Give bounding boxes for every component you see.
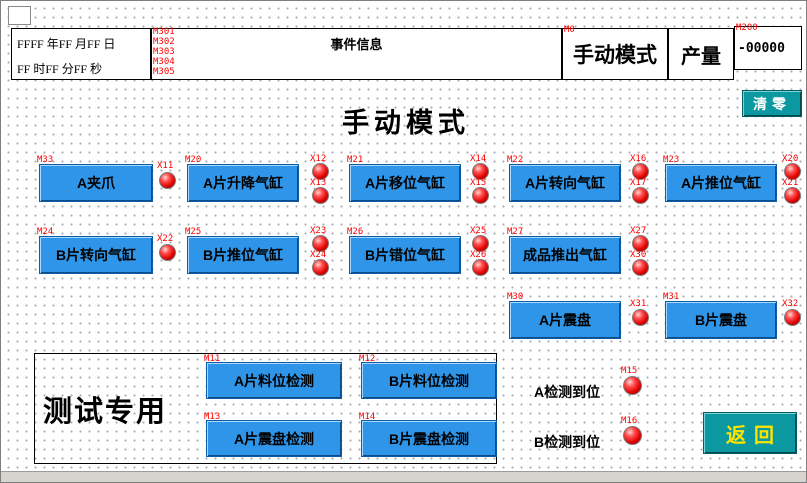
test-area-frame: [34, 353, 497, 464]
address-tag: M24: [37, 227, 54, 237]
status-led: [632, 163, 649, 180]
test-button-b-vibration-detect[interactable]: B片震盘检测: [361, 420, 497, 457]
address-tag: X11: [157, 161, 174, 171]
address-tag: X17: [630, 178, 647, 188]
address-tag: X25: [470, 226, 487, 236]
manual-button-a-vibration-plate[interactable]: A片震盘: [509, 301, 621, 339]
window-bottom-bar: [1, 471, 806, 482]
back-button[interactable]: 返回: [703, 412, 797, 454]
address-tag: M27: [507, 227, 524, 237]
address-tag: M15: [621, 366, 638, 376]
datetime-display: FFFF 年FF 月FF 日 FF 时FF 分FF 秒: [11, 28, 151, 80]
status-led: [312, 187, 329, 204]
date-line: FFFF 年FF 月FF 日: [17, 37, 116, 51]
address-tag: M0: [564, 25, 575, 35]
status-led: [784, 309, 801, 326]
manual-button-a-clamp[interactable]: A夹爪: [39, 164, 153, 202]
manual-button-product-pushout-cylinder[interactable]: 成品推出气缸: [509, 236, 621, 274]
address-tag: M22: [507, 155, 524, 165]
manual-button-b-push-cylinder[interactable]: B片推位气缸: [187, 236, 299, 274]
event-info-panel: 事件信息: [151, 28, 562, 80]
corner-placeholder: [8, 6, 31, 25]
address-tag: X14: [470, 154, 487, 164]
address-tag: M31: [663, 292, 680, 302]
address-tag: X30: [630, 250, 647, 260]
address-tag: M302: [153, 37, 175, 47]
status-led: [159, 172, 176, 189]
status-led: [632, 235, 649, 252]
status-led: [472, 235, 489, 252]
address-tag: X16: [630, 154, 647, 164]
address-tag: M14: [359, 412, 376, 422]
detection-led-b: [623, 426, 642, 445]
manual-button-b-stagger-cylinder[interactable]: B片错位气缸: [349, 236, 461, 274]
status-led: [312, 163, 329, 180]
page-title: 手动模式: [342, 108, 470, 138]
address-tag: X32: [782, 299, 799, 309]
production-counter: -00000: [734, 26, 802, 70]
status-led: [632, 309, 649, 326]
status-led: [472, 259, 489, 276]
address-tag: M21: [347, 155, 364, 165]
address-tag: M30: [507, 292, 524, 302]
address-tag: X15: [470, 178, 487, 188]
address-tag: M33: [37, 155, 54, 165]
address-tag: M304: [153, 57, 175, 67]
detection-label-b: B检测到位: [534, 434, 601, 450]
address-tag: M305: [153, 67, 175, 77]
address-tag: M16: [621, 416, 638, 426]
address-tag: X22: [157, 234, 174, 244]
address-tag: M303: [153, 47, 175, 57]
address-tag: M11: [204, 354, 221, 364]
event-info-title: 事件信息: [330, 37, 383, 52]
address-tag: M13: [204, 412, 221, 422]
address-tag: X24: [310, 250, 327, 260]
address-tag: X31: [630, 299, 647, 309]
address-tag: M20: [185, 155, 202, 165]
manual-button-b-vibration-plate[interactable]: B片震盘: [665, 301, 777, 339]
address-tag: M26: [347, 227, 364, 237]
address-tag: X26: [470, 250, 487, 260]
status-led: [159, 244, 176, 261]
manual-button-a-lift-cylinder[interactable]: A片升降气缸: [187, 164, 299, 202]
address-tag-group: M301 M302 M303 M304 M305: [153, 27, 175, 77]
test-button-b-level-detect[interactable]: B片料位检测: [361, 362, 497, 399]
time-line: FF 时FF 分FF 秒: [17, 62, 103, 76]
address-tag: X20: [782, 154, 799, 164]
status-led: [784, 163, 801, 180]
address-tag: M12: [359, 354, 376, 364]
address-tag: X23: [310, 226, 327, 236]
address-tag: M200: [736, 23, 758, 33]
status-led: [472, 187, 489, 204]
mode-display: 手动模式: [562, 28, 668, 80]
status-led: [312, 235, 329, 252]
manual-button-a-push-cylinder[interactable]: A片推位气缸: [665, 164, 777, 202]
clear-button[interactable]: 清零: [742, 90, 802, 117]
status-led: [784, 187, 801, 204]
detection-label-a: A检测到位: [534, 384, 601, 400]
status-led: [632, 187, 649, 204]
test-area-title: 测试专用: [43, 395, 168, 428]
test-button-a-level-detect[interactable]: A片料位检测: [206, 362, 342, 399]
status-led: [472, 163, 489, 180]
status-led: [632, 259, 649, 276]
manual-button-b-turn-cylinder[interactable]: B片转向气缸: [39, 236, 153, 274]
manual-button-a-shift-cylinder[interactable]: A片移位气缸: [349, 164, 461, 202]
address-tag: X12: [310, 154, 327, 164]
address-tag: X13: [310, 178, 327, 188]
address-tag: M23: [663, 155, 680, 165]
manual-button-a-turn-cylinder[interactable]: A片转向气缸: [509, 164, 621, 202]
address-tag: M301: [153, 27, 175, 37]
test-button-a-vibration-detect[interactable]: A片震盘检测: [206, 420, 342, 457]
address-tag: X27: [630, 226, 647, 236]
status-led: [312, 259, 329, 276]
address-tag: M25: [185, 227, 202, 237]
detection-led-a: [623, 376, 642, 395]
address-tag: X21: [782, 178, 799, 188]
output-label: 产量: [668, 28, 734, 80]
